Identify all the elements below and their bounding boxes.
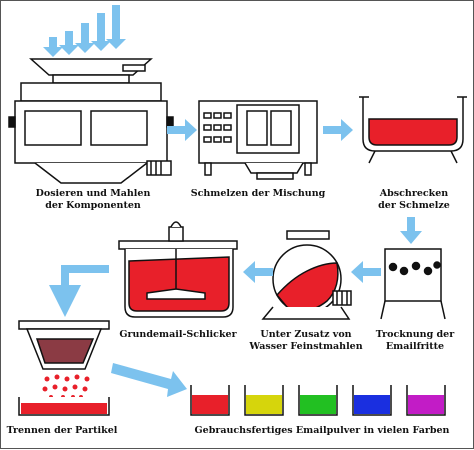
falling-particles [42,374,90,399]
powder-cup [406,385,446,416]
label-drying-line1: Trocknung der [375,329,455,340]
slip-mixer-tank [118,221,238,318]
label-milling-line2: Wasser Feinstmahlen [249,341,363,352]
powder-cup-outline [298,385,338,416]
dosing-mill-machine [8,58,174,184]
arrow-to-finished [111,363,187,397]
label-separating: Trennen der Partikel [6,425,118,436]
label-quenching: Abschrecken der Schmelze [361,188,467,212]
arrow-to-separating [49,265,109,317]
label-dosing-line2: der Komponenten [45,200,141,211]
label-dosing: Dosieren und Mahlen der Komponenten [19,188,167,212]
powder-cup-outline [190,385,230,416]
powder-cup-fill [354,395,390,414]
powder-cup-outline [244,385,284,416]
powder-cup-fill [246,395,282,414]
label-drying: Trocknung der Emailfritte [361,329,469,353]
powder-cup [244,385,284,416]
label-finished: Gebrauchsfertiges Emailpulver in vielen … [194,425,450,436]
arrow-to-milling [351,261,381,283]
dosing-feed-arrows [43,5,126,57]
melting-furnace [198,100,318,180]
quenching-tank [359,96,467,164]
label-quenching-line2: der Schmelze [378,200,450,211]
collection-tray [18,397,110,416]
powder-cup [352,385,392,416]
label-melting: Schmelzen der Mischung [190,188,326,199]
powder-cups [190,385,446,416]
separating-sieve [18,320,110,370]
powder-cup-fill [408,395,444,414]
label-milling-line1: Unter Zusatz von [260,329,352,340]
powder-cup [190,385,230,416]
label-slip: Grundemail-Schlicker [119,329,237,340]
drying-vessel [380,248,446,320]
powder-cup-outline [352,385,392,416]
powder-cup-fill [300,395,336,414]
powder-cup-fill [192,395,228,414]
arrow-to-drying [400,217,422,244]
arrow-to-slip [243,261,273,283]
label-quenching-line1: Abschrecken [379,188,449,199]
label-drying-line2: Emailfritte [385,341,445,352]
powder-cup [298,385,338,416]
label-dosing-line1: Dosieren und Mahlen [35,188,151,199]
arrow-to-quenching [323,119,353,141]
label-milling: Unter Zusatz von Wasser Feinstmahlen [247,329,365,353]
ball-mill [261,230,352,320]
arrow-to-melting [167,119,197,141]
powder-cup-outline [406,385,446,416]
